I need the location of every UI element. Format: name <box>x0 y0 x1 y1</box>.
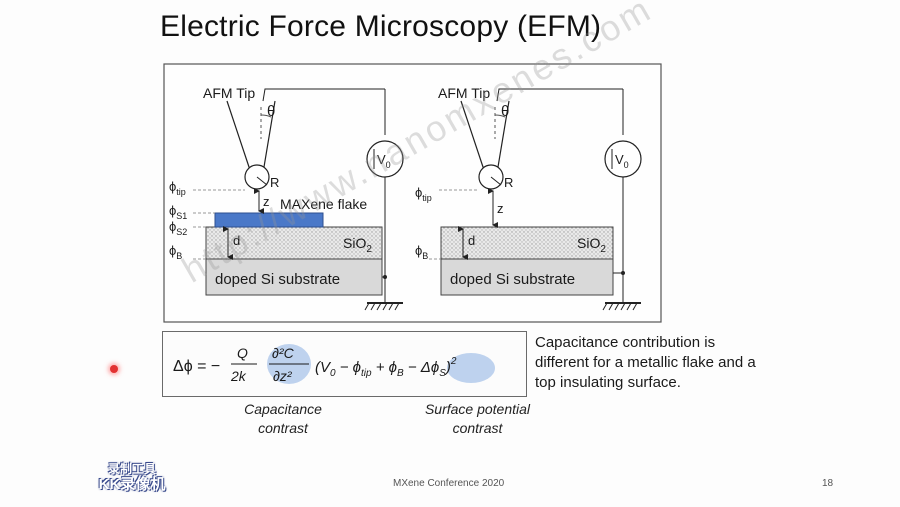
right-phi-tip: ϕtip <box>415 185 432 203</box>
formula-box: Δϕ = − Q 2k ∂²C ∂z² (V0 − ϕtip + ϕB − Δϕ… <box>162 331 527 397</box>
left-substrate <box>205 258 383 296</box>
right-panel: doped Si substrate SiO2 d θ R AFM Tip z <box>415 85 642 311</box>
surface-potential-highlight <box>447 353 495 383</box>
left-phi-s2: ϕS2 <box>169 219 187 237</box>
right-substrate-label: doped Si substrate <box>450 271 575 288</box>
recorder-badge-line2: KK录像机 <box>98 476 166 493</box>
left-panel: doped Si substrate SiO2 MAXene flake d θ… <box>169 85 404 311</box>
right-substrate <box>440 258 614 296</box>
formula-num: Q <box>237 345 248 361</box>
right-angle-label: θ <box>501 103 509 120</box>
slide-footer: MXene Conference 2020 <box>393 478 505 489</box>
caption-capacitance: Capacitance contrast <box>244 401 322 436</box>
formula: Δϕ = − Q 2k ∂²C ∂z² (V0 − ϕtip + ϕB − Δϕ… <box>173 344 495 384</box>
side-explanation: Capacitance contribution is different fo… <box>535 334 756 391</box>
left-oxide-label: SiO2 <box>343 235 372 255</box>
formula-deriv-den: ∂z² <box>273 368 293 384</box>
left-phi-tip: ϕtip <box>169 179 186 197</box>
formula-lhs: Δϕ = − <box>173 358 220 375</box>
left-voltage-label: V0 <box>377 152 391 170</box>
right-distance-label: z <box>497 201 504 216</box>
right-oxide-layer <box>440 226 614 260</box>
left-oxide-layer <box>205 226 383 260</box>
right-oxide-label: SiO2 <box>577 235 606 255</box>
left-distance-label: z <box>263 194 270 209</box>
left-phi-b: ϕB <box>169 243 182 261</box>
left-thickness-label: d <box>233 233 240 248</box>
right-tip-label: AFM Tip <box>438 85 490 101</box>
right-thickness-label: d <box>468 233 475 248</box>
left-angle-label: θ <box>267 103 275 120</box>
formula-den: 2k <box>230 368 247 384</box>
right-voltage-label: V0 <box>615 152 629 170</box>
left-phi-s1: ϕS1 <box>169 203 187 221</box>
left-flake-label: MAXene flake <box>280 196 367 212</box>
caption-surface-potential: Surface potential contrast <box>424 401 531 436</box>
left-maxene-flake <box>214 212 324 228</box>
slide-title: Electric Force Microscopy (EFM) <box>160 10 602 43</box>
page-number: 18 <box>822 478 834 489</box>
laser-pointer-dot <box>110 365 118 373</box>
efm-diagram: doped Si substrate SiO2 MAXene flake d θ… <box>163 63 662 323</box>
left-radius-label: R <box>270 175 279 190</box>
formula-deriv-num: ∂²C <box>272 345 295 361</box>
left-substrate-label: doped Si substrate <box>215 271 340 288</box>
right-phi-b: ϕB <box>415 243 428 261</box>
right-radius-label: R <box>504 175 513 190</box>
formula-rest: (V0 − ϕtip + ϕB − ΔϕS)2 <box>315 356 457 379</box>
recorder-badge-line1: 录制工具 <box>107 462 156 476</box>
left-tip-label: AFM Tip <box>203 85 255 101</box>
recorder-badge: 录制工具 KK录像机 <box>86 462 178 493</box>
